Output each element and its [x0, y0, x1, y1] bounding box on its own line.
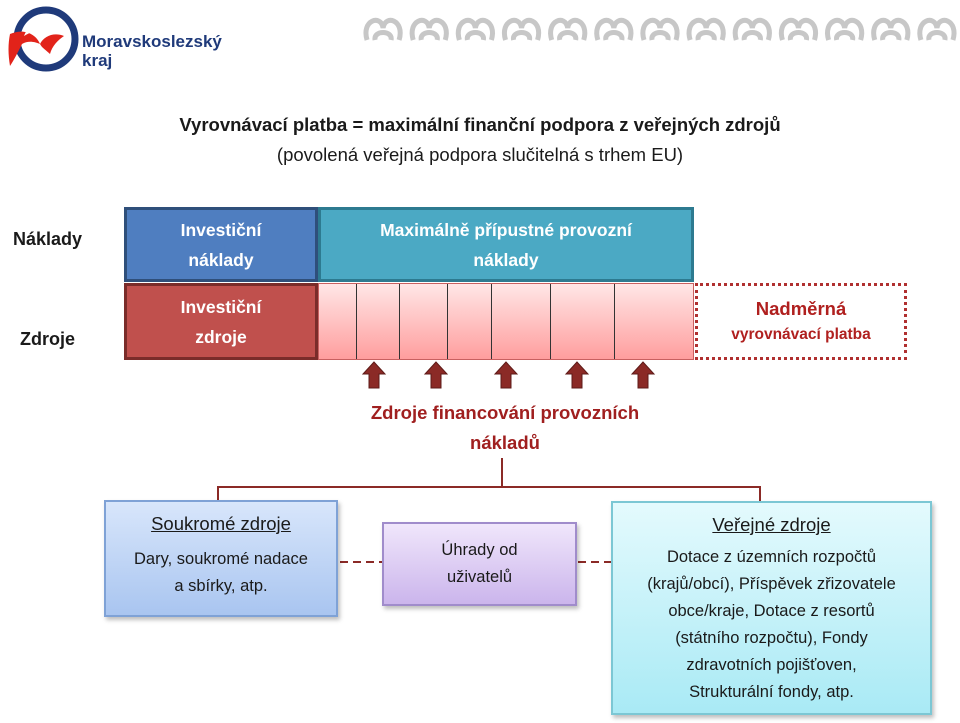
moravskoslezsky-kraj-logo [8, 6, 79, 72]
logo-text-line2: kraj [82, 51, 113, 70]
knot-segment [409, 17, 449, 41]
operating-sources-divider [550, 284, 551, 359]
operating-sources-divider [356, 284, 357, 359]
investment-sources-box: Investiční zdroje [124, 283, 318, 360]
logo-text: Moravskoslezský kraj [82, 32, 222, 70]
celtic-knot-ornament [363, 17, 957, 41]
knot-segment [501, 17, 542, 41]
operating-sources-divider [399, 284, 400, 359]
public-sources-body: Dotace z územních rozpočtů (krajů/obcí),… [647, 548, 896, 701]
private-sources-body: Dary, soukromé nadace a sbírky, atp. [134, 550, 308, 595]
user-fees-panel: Úhrady od uživatelů [382, 522, 577, 606]
excess-compensation-title: Nadměrná [755, 297, 847, 319]
knot-segment [732, 17, 772, 41]
investment-costs-box: Investiční náklady [124, 207, 318, 282]
logo-text-line1: Moravskoslezský [82, 32, 222, 51]
knot-segment [455, 17, 495, 41]
operating-sources-divider [447, 284, 448, 359]
knot-segment [871, 17, 911, 41]
operating-sources-box [318, 283, 694, 360]
knot-segment [363, 17, 403, 41]
knot-segment [548, 17, 588, 41]
user-fees-body: Úhrady od uživatelů [441, 541, 518, 586]
public-sources-panel: Veřejné zdroje Dotace z územních rozpočt… [611, 501, 932, 715]
diagram-title: Vyrovnávací platba = maximální finanční … [179, 114, 781, 135]
operating-sources-divider [491, 284, 492, 359]
up-arrow-icon [493, 361, 519, 389]
private-sources-panel: Soukromé zdroje Dary, soukromé nadace a … [104, 500, 338, 617]
up-arrow-icon [630, 361, 656, 389]
operating-financing-caption: Zdroje financování provozních nákladů [370, 402, 640, 453]
up-arrow-icon [361, 361, 387, 389]
excess-compensation-subtitle: vyrovnávací platba [731, 325, 871, 343]
diagram-subtitle: (povolená veřejná podpora slučitelná s t… [276, 144, 684, 165]
operating-sources-divider [614, 284, 615, 359]
knot-segment [686, 17, 726, 41]
public-sources-title: Veřejné zdroje [712, 514, 831, 535]
knot-segment [594, 17, 634, 41]
row-label-sources: Zdroje [20, 329, 76, 349]
excess-compensation-box: Nadměrná vyrovnávací platba [695, 283, 907, 360]
private-sources-title: Soukromé zdroje [151, 513, 291, 534]
up-arrow-icon [564, 361, 590, 389]
knot-segment [778, 17, 819, 41]
row-label-costs: Náklady [13, 229, 83, 249]
knot-segment [917, 17, 957, 41]
knot-segment [825, 17, 865, 41]
up-arrow-icon [423, 361, 449, 389]
knot-segment [640, 17, 680, 41]
max-operating-costs-box: Maximálně přípustné provozní náklady [318, 207, 694, 282]
